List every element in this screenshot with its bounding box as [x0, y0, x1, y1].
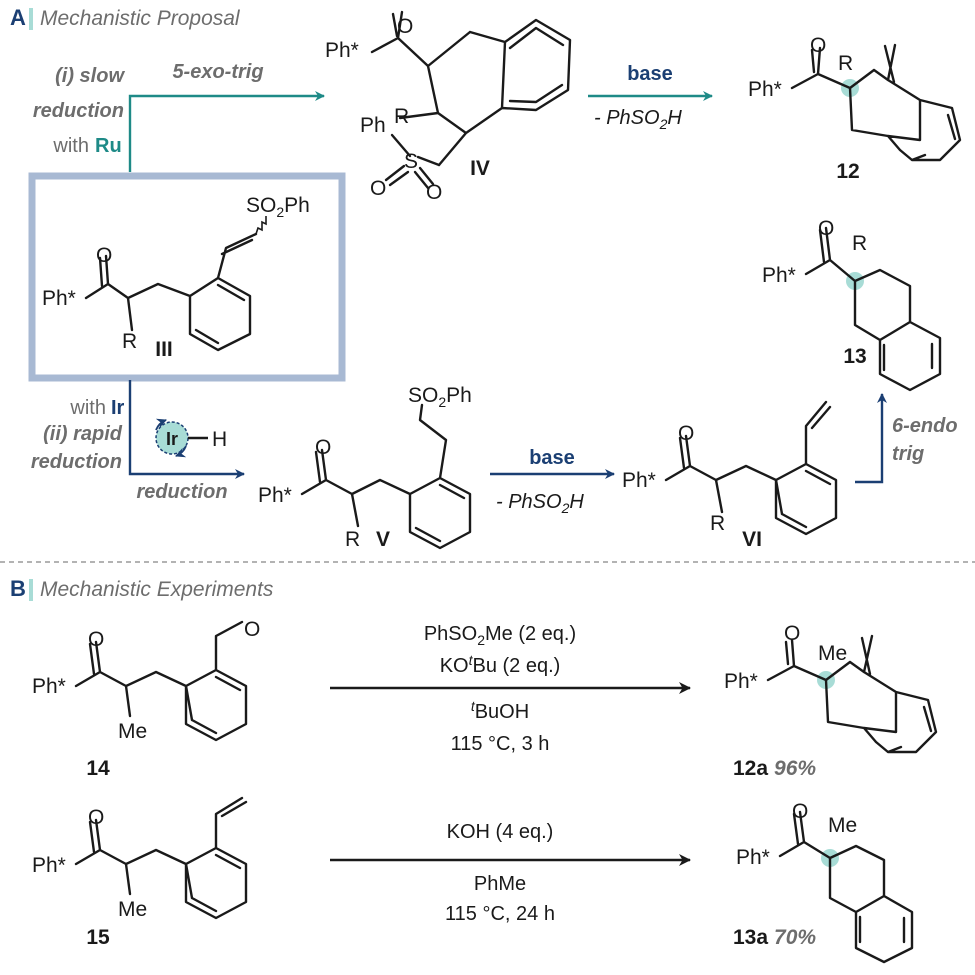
- reaction1-solvent: tBuOH: [471, 698, 529, 723]
- atom-label: O: [88, 628, 104, 651]
- atom-label: Ph*: [724, 670, 758, 693]
- compound-14: Ph* O Me O: [32, 618, 260, 743]
- so2ph-group: SO2Ph: [246, 194, 310, 220]
- base-bottom-label: base: [529, 447, 575, 469]
- atom-label: Ph*: [42, 287, 76, 310]
- reaction2-solvent: PhMe: [474, 873, 526, 895]
- atom-label: Ph*: [258, 484, 292, 507]
- atom-label: O: [96, 244, 112, 267]
- atom-label: O: [426, 181, 442, 204]
- base-top-sub: - PhSO2H: [594, 107, 682, 132]
- reaction1-reagent1: PhSO2Me (2 eq.): [424, 623, 576, 648]
- label-15: 15: [86, 926, 110, 949]
- atom-label: Ph*: [32, 854, 66, 877]
- atom-label: R: [345, 528, 360, 551]
- reduction-label: reduction: [136, 481, 227, 503]
- lower-path-metal: Ir: [111, 397, 125, 419]
- lower-path-line3: reduction: [31, 451, 122, 473]
- upper-path-with: with: [52, 135, 89, 157]
- reaction1-reagent2: KOtBu (2 eq.): [440, 652, 561, 677]
- compound-15: Ph* O Me: [32, 796, 248, 921]
- compound-13: Ph* O R: [762, 217, 942, 392]
- ir-hydride-catalyst-icon: Ir H: [155, 418, 227, 458]
- section-a-title: Mechanistic Proposal: [40, 7, 241, 30]
- atom-label: O: [810, 34, 826, 57]
- label-VI: VI: [742, 528, 762, 551]
- compound-IV: Ph* O R Ph S O O: [325, 10, 572, 204]
- intermediate-III-box: [28, 172, 346, 382]
- atom-label: O: [315, 436, 331, 459]
- exo-trig-label: 5-exo-trig: [172, 61, 263, 83]
- atom-label: O: [244, 618, 260, 641]
- compound-VI: Ph* O R: [622, 400, 838, 536]
- reaction2-conditions: 115 °C, 24 h: [445, 903, 555, 925]
- label-12: 12: [836, 160, 859, 183]
- section-a-letter: A: [10, 5, 26, 30]
- compound-V: Ph* O R SO2Ph: [258, 384, 472, 551]
- atom-label: O: [678, 422, 694, 445]
- atom-label: Ph*: [32, 675, 66, 698]
- atom-label: R: [838, 52, 853, 75]
- atom-label: Me: [828, 814, 857, 837]
- atom-label: Me: [118, 898, 147, 921]
- reaction2-reagent: KOH (4 eq.): [447, 821, 554, 843]
- section-b-title: Mechanistic Experiments: [40, 578, 274, 601]
- upper-path-metal: Ru: [95, 135, 122, 157]
- atom-label: Me: [118, 720, 147, 743]
- hydride-label: H: [212, 428, 227, 451]
- endo-trig-line2: trig: [892, 443, 924, 465]
- atom-label: S: [404, 150, 418, 173]
- atom-label: O: [818, 217, 834, 240]
- atom-label: Ph*: [325, 39, 359, 62]
- label-14: 14: [86, 757, 110, 780]
- atom-label: O: [88, 806, 104, 829]
- atom-label: R: [710, 512, 725, 535]
- endo-trig-arrow: [855, 393, 887, 484]
- base-top-label: base: [627, 63, 673, 85]
- compound-12: Ph* O R: [748, 34, 962, 162]
- atom-label: Ph*: [736, 846, 770, 869]
- so2ph-group: SO2Ph: [408, 384, 472, 410]
- base-bottom-sub: - PhSO2H: [496, 491, 584, 516]
- atom-label: R: [394, 105, 409, 128]
- ir-label: Ir: [166, 429, 178, 449]
- atom-label: R: [852, 232, 867, 255]
- exo-trig-arrow: [128, 91, 325, 172]
- section-b-letter: B: [10, 576, 26, 601]
- atom-label: Ph*: [622, 469, 656, 492]
- atom-label: Me: [818, 642, 847, 665]
- rapid-reduction-arrow: [128, 380, 245, 479]
- atom-label: O: [792, 800, 808, 823]
- lower-path-with: with: [69, 397, 106, 419]
- lower-path-line2: (ii) rapid: [43, 423, 123, 445]
- atom-label: R: [122, 330, 137, 353]
- compound-12a: Ph* O Me: [724, 622, 938, 754]
- atom-label: Ph: [360, 114, 386, 137]
- reaction1-conditions: 115 °C, 3 h: [451, 733, 550, 755]
- upper-path-line2: reduction: [33, 100, 124, 122]
- label-13: 13: [843, 345, 866, 368]
- atom-label: O: [397, 15, 413, 38]
- atom-label: Ph*: [748, 78, 782, 101]
- atom-label: O: [370, 177, 386, 200]
- label-V: V: [376, 528, 390, 551]
- section-a-bar: [29, 8, 33, 30]
- atom-label: O: [784, 622, 800, 645]
- compound-III: Ph* O R SO2Ph: [42, 194, 310, 353]
- atom-label: Ph*: [762, 264, 796, 287]
- upper-path-line1: (i) slow: [55, 65, 125, 87]
- section-b-bar: [29, 579, 33, 601]
- endo-trig-line1: 6-endo: [892, 415, 958, 437]
- label-III: III: [155, 338, 173, 361]
- label-IV: IV: [470, 157, 490, 180]
- compound-13a: Ph* O Me: [736, 800, 914, 964]
